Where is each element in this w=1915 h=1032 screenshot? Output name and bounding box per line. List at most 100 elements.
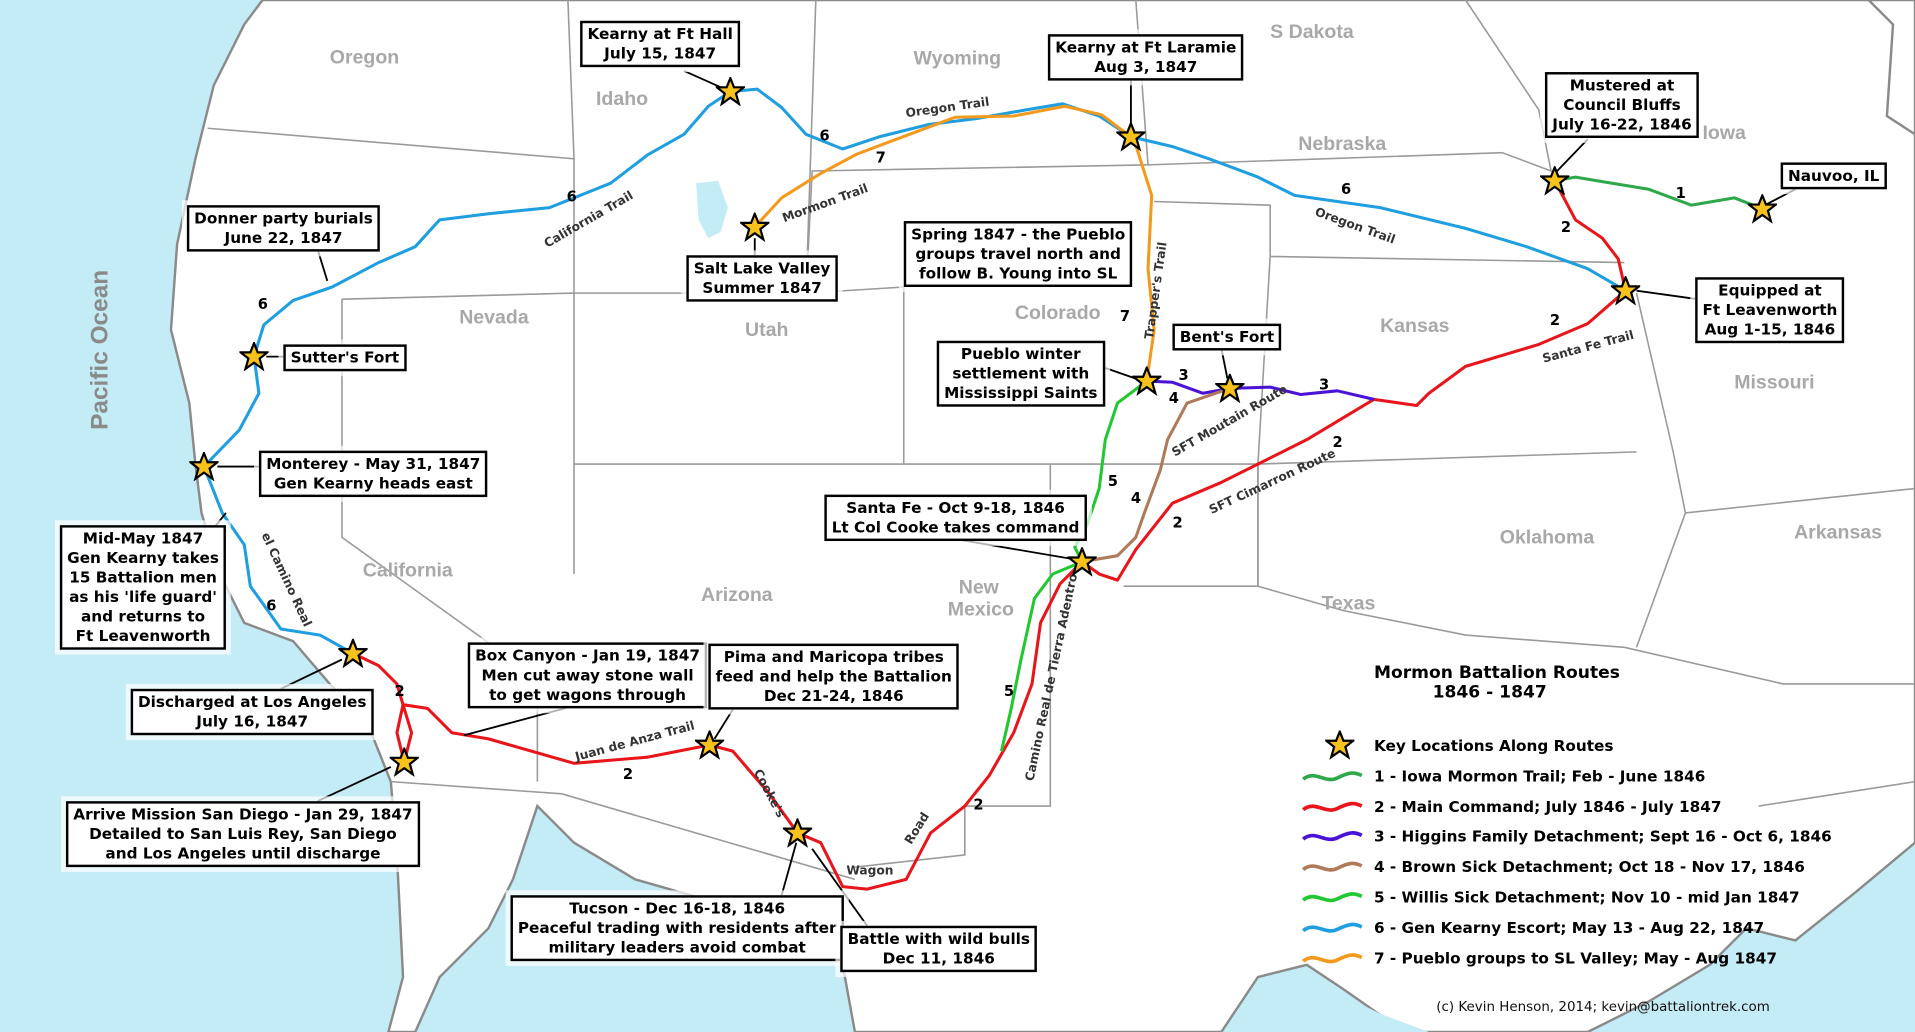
route-marker: 1 <box>1676 185 1686 202</box>
route-6-kearny-escort <box>202 87 1627 655</box>
route-3-higgins-detachment <box>1146 379 1375 401</box>
callout-line: Salt Lake Valley <box>693 258 831 278</box>
state-label-arkansas: Arkansas <box>1794 522 1882 544</box>
callout-line: Dec 11, 1846 <box>882 948 995 968</box>
state-label-idaho: Idaho <box>596 88 648 110</box>
route-5-willis-sick-detachment <box>999 379 1148 752</box>
legend-years: 1846 - 1847 <box>1432 682 1547 703</box>
callout-line: feed and help the Battalion <box>715 666 952 686</box>
callout-line: Santa Fe - Oct 9-18, 1846 <box>846 498 1065 517</box>
callout-line: Bent's Fort <box>1179 327 1275 346</box>
route-marker: 4 <box>1131 490 1141 507</box>
callout-line: Monterey - May 31, 1847 <box>266 454 481 473</box>
state-label-nebraska: Nebraska <box>1298 133 1386 155</box>
callout-line: Lt Col Cooke takes command <box>831 517 1080 537</box>
route-swatch-icon <box>1301 770 1363 781</box>
callout-line: as his 'life guard' <box>69 587 217 606</box>
route-4-brown-sick-detachment <box>1081 386 1231 564</box>
legend-item-1: 1 - Iowa Mormon Trail; Feb - June 1846 <box>1301 766 1706 786</box>
route-marker: 6 <box>266 598 276 615</box>
route-1-iowa-mormon-trail <box>1554 175 1763 211</box>
route-marker: 5 <box>1108 473 1118 490</box>
legend-label: 7 - Pueblo groups to SL Valley; May - Au… <box>1373 948 1778 968</box>
state-label-california: California <box>363 559 453 581</box>
route-swatch-icon <box>1301 891 1363 902</box>
state-label-iowa: Iowa <box>1702 122 1746 144</box>
salt-lake <box>696 180 728 239</box>
callout-line: Peaceful trading with residents after <box>517 918 837 937</box>
callout-line: to get wagons through <box>489 685 687 704</box>
callout-line: Aug 3, 1847 <box>1094 57 1198 76</box>
legend-label: 3 - Higgins Family Detachment; Sept 16 -… <box>1373 826 1832 846</box>
callout-line: Battle with wild bulls <box>847 929 1030 948</box>
state-label-missouri: Missouri <box>1734 371 1814 393</box>
route-swatch-icon <box>1301 922 1363 933</box>
state-label-new: New <box>959 577 1000 599</box>
route-marker: 6 <box>819 127 829 144</box>
route-marker: 6 <box>567 189 577 206</box>
legend-label: 4 - Brown Sick Detachment; Oct 18 - Nov … <box>1373 857 1805 876</box>
legend-key-locations: Key Locations Along Routes <box>1301 730 1614 759</box>
callout-line: July 15, 1847 <box>604 43 717 63</box>
callout-line: Dec 21-24, 1846 <box>763 686 904 705</box>
route-swatch-icon <box>1301 830 1363 841</box>
route-marker: 2 <box>1332 434 1342 451</box>
callout-line: Arrive Mission San Diego - Jan 29, 1847 <box>73 804 413 824</box>
state-label-south-dakota: S Dakota <box>1270 21 1354 43</box>
legend-item-2: 2 - Main Command; July 1846 - July 1847 <box>1301 798 1722 816</box>
legend-item-4: 4 - Brown Sick Detachment; Oct 18 - Nov … <box>1301 857 1805 876</box>
legend-item-3: 3 - Higgins Family Detachment; Sept 16 -… <box>1301 827 1832 845</box>
state-label-oklahoma: Oklahoma <box>1500 526 1595 548</box>
callout-line: Council Bluffs <box>1563 95 1681 114</box>
callout-line: Aug 1-15, 1846 <box>1704 319 1836 339</box>
callout-line: Gen Kearny takes <box>67 548 219 567</box>
star-icon <box>1325 730 1355 759</box>
credit-text: (c) Kevin Henson, 2014; kevin@battaliont… <box>1436 999 1770 1015</box>
route-swatch-icon <box>1301 801 1363 812</box>
callout-line: Pima and Maricopa tribes <box>723 647 944 666</box>
legend-label: 1 - Iowa Mormon Trail; Feb - June 1846 <box>1373 766 1706 786</box>
callout-line: Tucson - Dec 16-18, 1846 <box>569 898 786 918</box>
callout-line: Kearny at Ft Laramie <box>1055 37 1237 57</box>
route-marker: 5 <box>1004 683 1014 700</box>
route-marker: 7 <box>1120 308 1130 325</box>
callout-line: settlement with <box>952 363 1090 383</box>
trail-label: Wagon <box>846 863 893 877</box>
route-marker: 2 <box>623 766 633 783</box>
callout-line: Mid-May 1847 <box>82 528 204 548</box>
state-label-utah: Utah <box>745 319 788 341</box>
callout-bents-fort: Bent's Fort <box>1172 323 1282 351</box>
callout-line: Pueblo winter <box>960 344 1081 363</box>
route-marker: 6 <box>258 296 268 313</box>
route-marker: 2 <box>1550 312 1560 329</box>
callout-line: Mississippi Saints <box>944 383 1098 402</box>
callout-line: Nauvoo, IL <box>1787 166 1880 185</box>
callout-line: Equipped at <box>1718 280 1822 300</box>
callout-line: Sutter's Fort <box>290 348 400 367</box>
callout-pointers <box>205 69 1796 927</box>
callout-line: and returns to <box>81 606 206 626</box>
route-marker: 2 <box>1172 515 1182 532</box>
callout-line: groups travel north and <box>915 244 1121 263</box>
state-label-colorado: Colorado <box>1015 302 1101 324</box>
callout-line: follow B. Young into SL <box>919 263 1118 283</box>
callout-line: military leaders avoid combat <box>548 937 806 957</box>
route-marker: 2 <box>394 683 404 700</box>
legend-title-text: Mormon Battalion Routes <box>1373 663 1620 683</box>
callout-line: Donner party burials <box>194 208 373 228</box>
route-marker: 2 <box>1561 219 1571 236</box>
route-marker: 6 <box>1341 181 1351 198</box>
